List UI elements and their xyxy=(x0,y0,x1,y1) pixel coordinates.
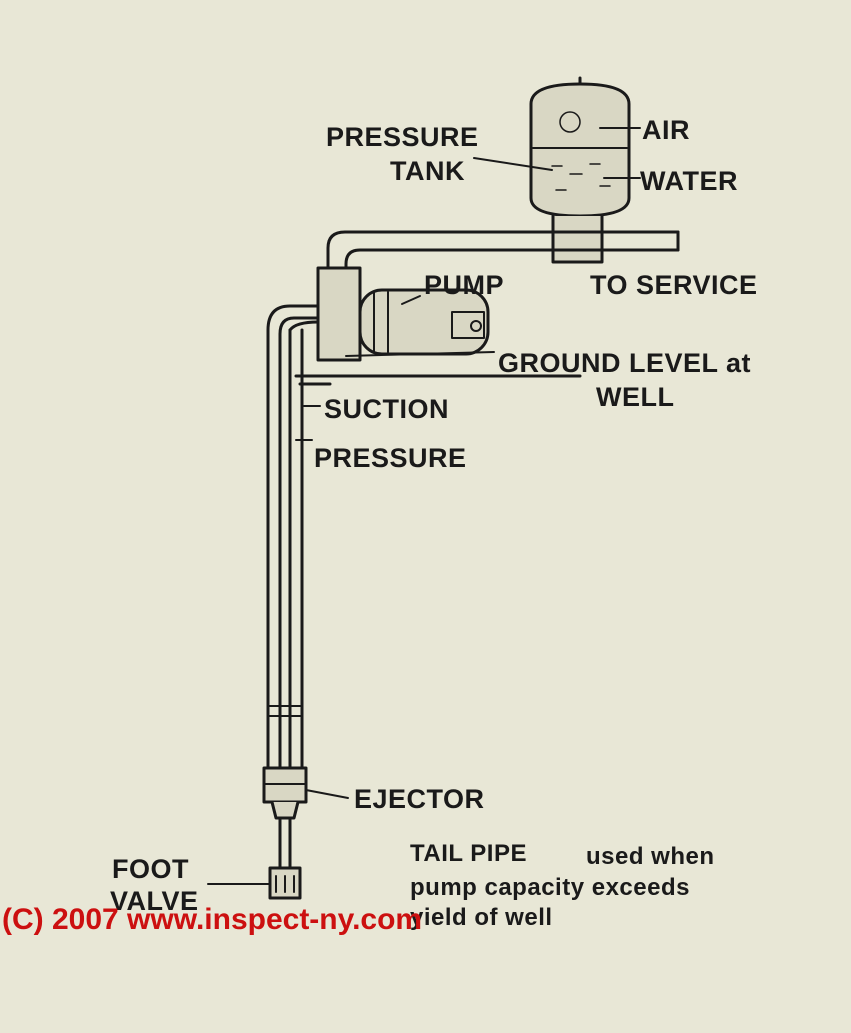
tail-pipe-label: TAIL PIPE xyxy=(410,840,527,867)
ground-level-line xyxy=(294,374,582,386)
pressure-label: PRESSURE xyxy=(314,443,467,473)
ejector-label: EJECTOR xyxy=(354,784,485,814)
pump xyxy=(316,266,490,362)
ground-level-label-line2: WELL xyxy=(596,382,675,412)
pressure-tank-label-line2: TANK xyxy=(390,156,465,186)
ejector xyxy=(262,766,308,820)
tail-pipe-note-line3: yield of well xyxy=(410,904,553,931)
tail-pipe-note-line1: used when xyxy=(586,843,715,870)
copyright-watermark: (C) 2007 www.inspect-ny.com xyxy=(2,903,423,936)
air-label: AIR xyxy=(642,115,690,145)
pump-label: PUMP xyxy=(424,270,505,300)
leader-lines xyxy=(207,127,641,885)
foot-valve-label-line2: VALVE xyxy=(110,886,199,916)
ground-level-label-line1: GROUND LEVEL at xyxy=(498,348,752,378)
well-pipes xyxy=(266,304,320,770)
foot-valve xyxy=(268,866,302,900)
tail-pipe-note-line2: pump capacity exceeds xyxy=(410,874,690,901)
to-service-label: TO SERVICE xyxy=(590,270,758,300)
foot-valve-label-line1: FOOT xyxy=(112,854,189,884)
water-label: WATER xyxy=(640,166,738,196)
service-pipe xyxy=(326,230,680,270)
suction-label: SUCTION xyxy=(324,394,449,424)
tail-pipe xyxy=(278,816,292,870)
pressure-tank-label-line1: PRESSURE xyxy=(326,122,479,152)
